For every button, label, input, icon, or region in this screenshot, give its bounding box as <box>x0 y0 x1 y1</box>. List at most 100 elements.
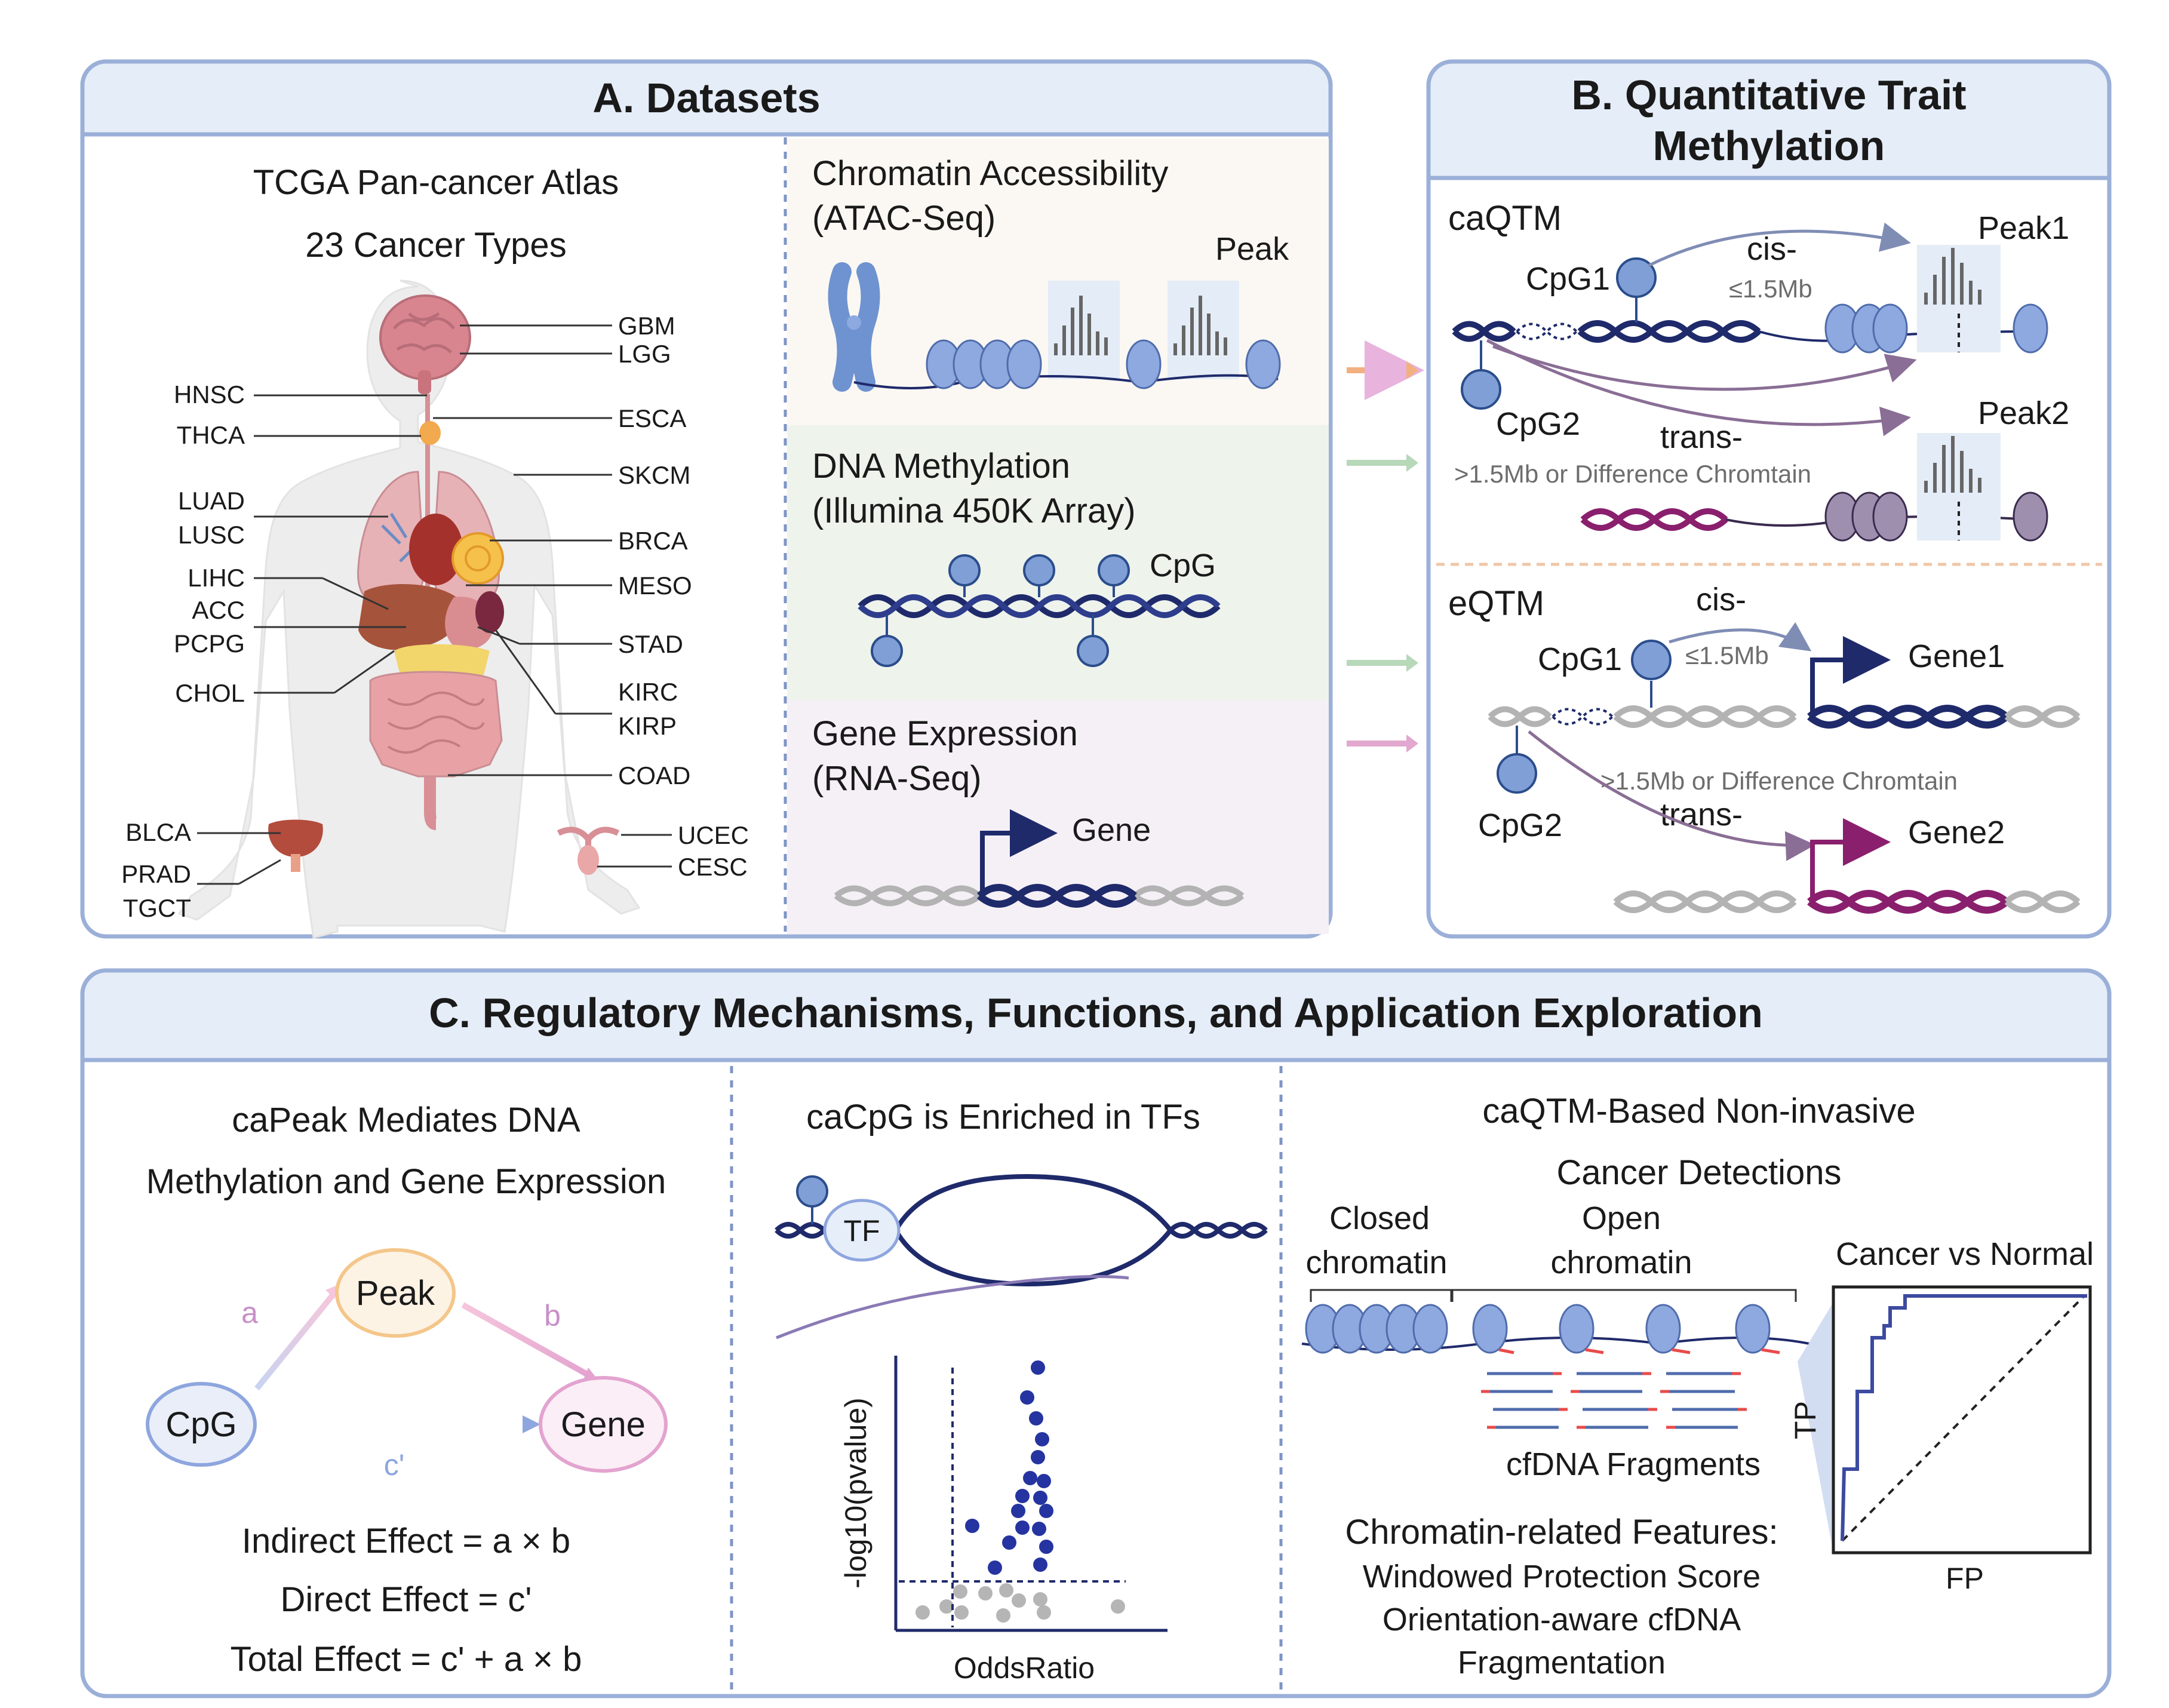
path-c-label: c' <box>384 1448 405 1482</box>
node-peak <box>335 1248 456 1338</box>
eqtm-trans-arrow <box>1528 730 1815 861</box>
label-pcpg: PCPG <box>174 629 245 658</box>
label-skcm: SKCM <box>618 461 690 489</box>
eqtm-gene2-dna <box>1807 890 2009 914</box>
tf-title: caCpG is Enriched in TFs <box>806 1098 1200 1136</box>
detection-title-2: Cancer Detections <box>1556 1153 1841 1192</box>
panel-b: B. Quantitative Trait Methylation caQTM … <box>1426 59 2112 939</box>
total-effect: Total Effect = c' + a × b <box>231 1640 582 1679</box>
eqtm-trans-dist: >1.5Mb or Difference Chromtain <box>1600 767 1958 795</box>
label-thca: THCA <box>177 421 245 449</box>
mediation-title-1: caPeak Mediates DNA <box>232 1101 580 1139</box>
peak-bars-1 <box>1054 296 1108 355</box>
volcano-point-nonsignificant <box>953 1584 967 1599</box>
closed-label-2: chromatin <box>1305 1245 1447 1280</box>
panel-c: C. Regulatory Mechanisms, Functions, and… <box>80 968 2112 1698</box>
roc-title: Cancer vs Normal <box>1836 1236 2094 1272</box>
label-lusc: LUSC <box>178 521 245 549</box>
intestines <box>369 671 503 778</box>
path-a-label: a <box>241 1296 258 1329</box>
roc-ylabel: TP <box>1789 1401 1822 1439</box>
caqtm-trans-dist: >1.5Mb or Difference Chromtain <box>1454 460 1811 488</box>
feature-2: Orientation-aware cfDNA <box>1382 1602 1741 1638</box>
roc-frame <box>1832 1285 2092 1555</box>
tf-binding-illustration: TF <box>775 1174 1268 1340</box>
node-gene-label: Gene <box>561 1405 646 1444</box>
volcano-point-significant <box>1023 1471 1037 1485</box>
volcano-point-significant <box>1011 1504 1025 1518</box>
caqtm-cpg1-methyl <box>1616 257 1657 298</box>
volcano-point-significant <box>1037 1474 1051 1488</box>
label-acc: ACC <box>192 596 245 624</box>
nucleosomes-atac <box>926 339 1281 389</box>
cfdna-fragments <box>1481 1372 1747 1429</box>
mediation-title-2: Methylation and Gene Expression <box>146 1162 666 1201</box>
eqtm-cpg2-methyl <box>1497 753 1537 794</box>
label-meso: MESO <box>618 572 692 600</box>
caqtm-cpg2: CpG2 <box>1496 406 1580 442</box>
connector-arrows <box>1347 340 1424 752</box>
label-lihc: LIHC <box>188 564 245 592</box>
volcano-points <box>899 1360 1126 1627</box>
volcano-point-nonsignificant <box>954 1605 969 1620</box>
caqtm-dna-gap <box>1516 322 1578 340</box>
label-ucec: UCEC <box>678 821 749 849</box>
feature-3: Fragmentation <box>1458 1645 1666 1681</box>
label-chol: CHOL <box>175 679 245 707</box>
liver <box>358 584 461 650</box>
eqtm-cpg2: CpG2 <box>1478 807 1562 843</box>
direct-effect: Direct Effect = c' <box>281 1580 532 1619</box>
methyl-title-1: DNA Methylation <box>812 447 1070 486</box>
panel-a: A. Datasets TCGA Pan-cancer Atlas 23 Can… <box>80 59 1333 939</box>
volcano-point-significant <box>1031 1450 1045 1464</box>
thyroid <box>419 421 441 445</box>
fragments-label: cfDNA Fragments <box>1506 1446 1761 1482</box>
caqtm-cpg2-methyl <box>1461 369 1501 410</box>
label-prad: PRAD <box>121 860 191 888</box>
panel-a-header <box>80 59 1333 137</box>
eqtm-gene1: Gene1 <box>1908 638 2005 674</box>
volcano-point-significant <box>1032 1522 1046 1536</box>
volcano-point-nonsignificant <box>1012 1593 1026 1608</box>
volcano-point-significant <box>1039 1540 1053 1554</box>
label-lgg: LGG <box>618 340 671 368</box>
expr-dna-gray <box>834 885 1245 907</box>
panel-b-header <box>1426 59 2112 180</box>
atac-peak-label: Peak <box>1215 231 1289 267</box>
methyl-groups <box>871 554 1130 667</box>
path-b-label: b <box>544 1299 561 1332</box>
roc-diagonal <box>1841 1295 2085 1542</box>
volcano-point-nonsignificant <box>996 1608 1010 1623</box>
caqtm-trans: trans- <box>1660 419 1743 455</box>
volcano-ylabel: -log10(pvalue) <box>839 1397 872 1589</box>
label-blca: BLCA <box>125 818 191 846</box>
brain <box>379 294 471 380</box>
volcano-point-significant <box>1031 1360 1045 1375</box>
human-body-illustration <box>177 279 641 939</box>
panel-b-title-1: B. Quantitative Trait <box>1571 72 1966 118</box>
label-coad: COAD <box>618 761 690 790</box>
closed-nucleosomes <box>1305 1304 1771 1354</box>
caqtm-nucleosomes-top <box>1824 303 2048 354</box>
eqtm-trans: trans- <box>1660 797 1743 833</box>
caqtm-cis-arrow <box>1647 222 1911 268</box>
label-brca: BRCA <box>618 527 688 555</box>
methyl-cpg-label: CpG <box>1150 548 1216 583</box>
volcano-point-significant <box>1035 1432 1049 1446</box>
caqtm-peak2: Peak2 <box>1978 395 2069 431</box>
peak-bars-2 <box>1173 296 1227 355</box>
node-gene <box>539 1376 668 1473</box>
indirect-effect: Indirect Effect = a × b <box>242 1522 570 1560</box>
bladder <box>268 819 323 857</box>
caqtm-dna-start <box>1452 321 1516 342</box>
expr-title-2: (RNA-Seq) <box>812 759 982 798</box>
volcano-plot: -log10(pvalue) OddsRatio <box>839 1356 1168 1685</box>
panel-b-title-2: Methylation <box>1653 122 1885 169</box>
open-label-2: chromatin <box>1550 1245 1692 1280</box>
volcano-point-significant <box>1020 1390 1034 1405</box>
label-kirc: KIRC <box>618 678 678 706</box>
volcano-point-nonsignificant <box>1033 1592 1047 1606</box>
peak-window-1 <box>1048 281 1120 379</box>
eqtm-cis: cis- <box>1696 582 1746 618</box>
